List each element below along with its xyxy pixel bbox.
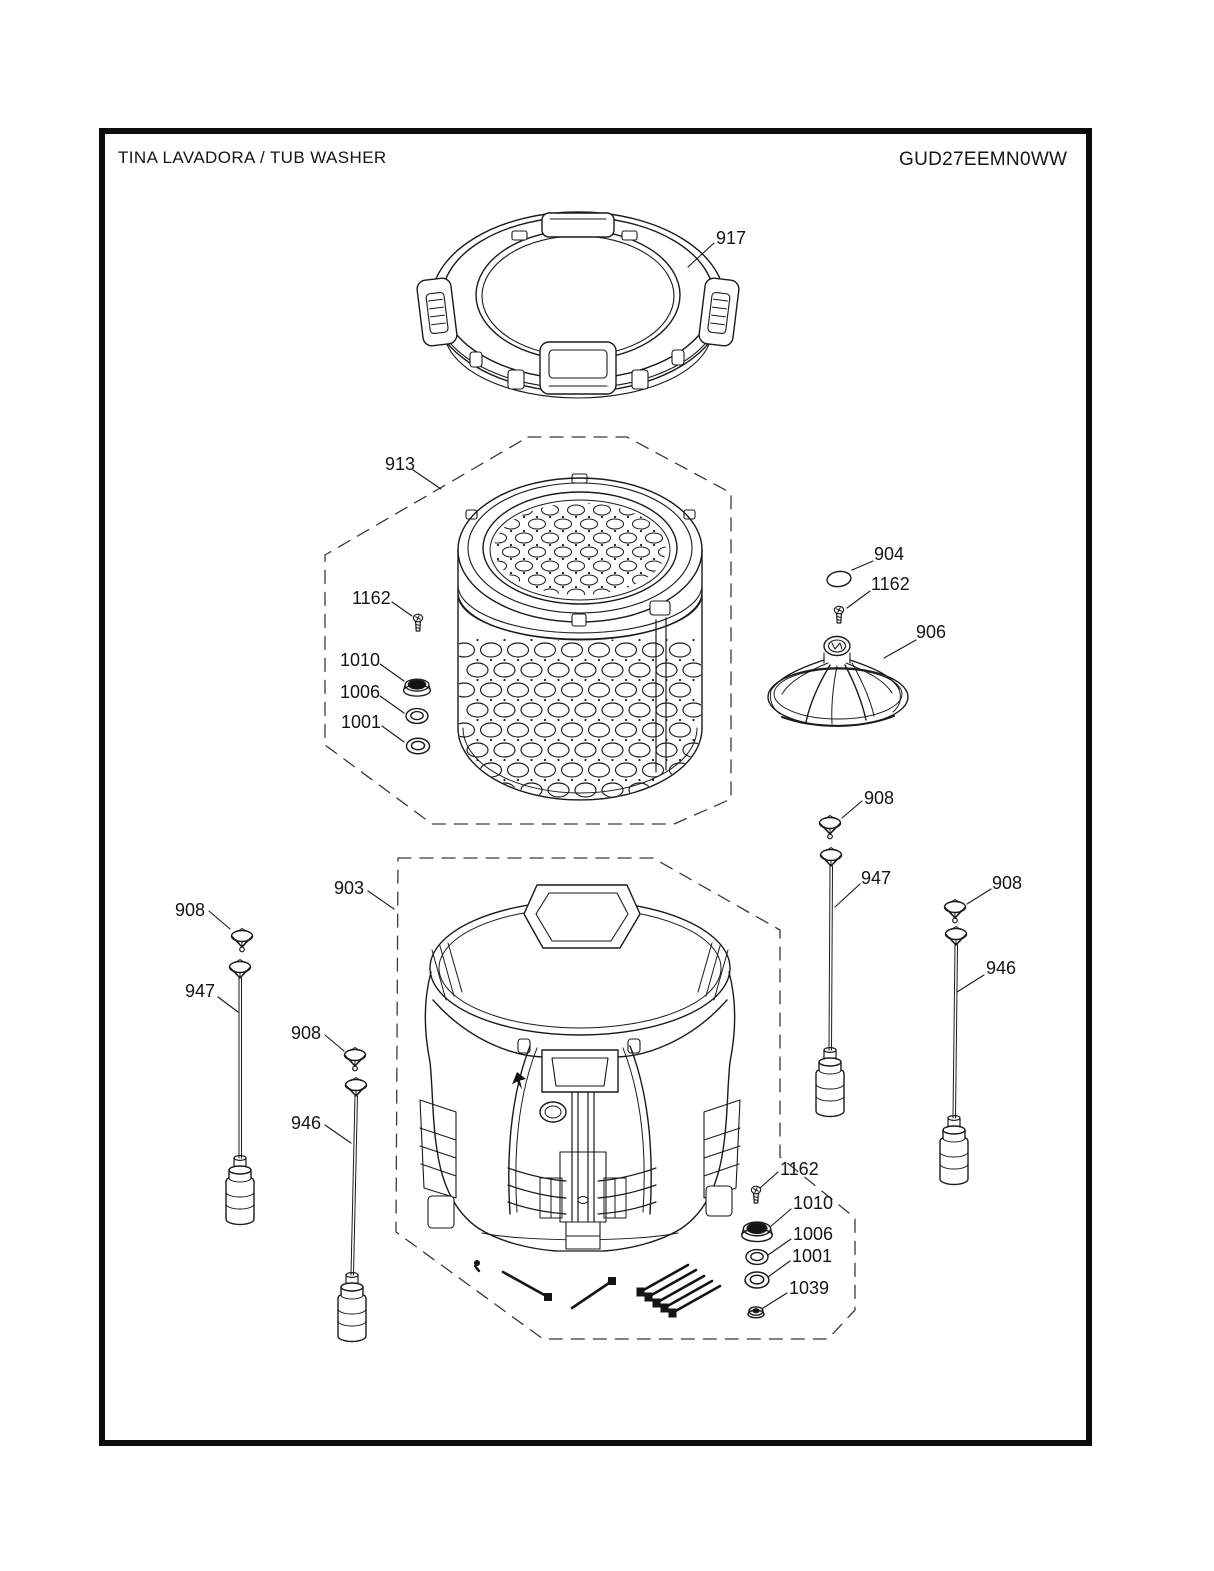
hardware-tub-drawing bbox=[741, 1185, 773, 1319]
spin-basket-913-drawing bbox=[457, 473, 703, 801]
callout-906: 906 bbox=[916, 622, 947, 642]
callout-1006-tub: 1006 bbox=[793, 1224, 834, 1244]
tub-cover-917-drawing bbox=[416, 211, 740, 399]
model-number: GUD27EEMN0WW bbox=[899, 149, 1068, 170]
callout-1001-tub: 1001 bbox=[792, 1246, 833, 1266]
callout-908-left-outer: 908 bbox=[175, 900, 206, 920]
callout-1010-basket: 1010 bbox=[340, 650, 381, 670]
callout-904: 904 bbox=[874, 544, 905, 564]
suspension-rod-left-947-drawing bbox=[225, 929, 255, 1226]
callout-908-right-inner: 908 bbox=[864, 788, 895, 808]
callout-917: 917 bbox=[716, 228, 747, 248]
callout-908-right-outer: 908 bbox=[992, 873, 1023, 893]
screw-1162-agitator-drawing bbox=[833, 605, 845, 624]
cable-ties-drawing bbox=[473, 1260, 722, 1319]
suspension-rod-right-946-drawing bbox=[939, 900, 969, 1186]
suspension-rod-right-947-drawing bbox=[815, 816, 845, 1118]
hardware-basket-drawing bbox=[403, 613, 431, 755]
callout-1010-tub: 1010 bbox=[793, 1193, 834, 1213]
callout-946-left: 946 bbox=[291, 1113, 322, 1133]
callout-1001-basket: 1001 bbox=[341, 712, 382, 732]
callout-1162-tub: 1162 bbox=[780, 1159, 819, 1179]
callout-1162-agitator: 1162 bbox=[871, 574, 910, 594]
callout-1039: 1039 bbox=[789, 1278, 830, 1298]
callout-903: 903 bbox=[334, 878, 365, 898]
callout-leader-lines bbox=[208, 242, 992, 1309]
outer-tub-903-drawing bbox=[419, 884, 741, 1252]
callout-1006-basket: 1006 bbox=[340, 682, 381, 702]
agitator-906-drawing bbox=[767, 635, 909, 727]
callout-913: 913 bbox=[385, 454, 416, 474]
callout-946-right: 946 bbox=[986, 958, 1017, 978]
dashed-group-913-outline bbox=[324, 436, 732, 825]
diagram-border bbox=[99, 128, 1092, 1446]
cap-904-drawing bbox=[826, 570, 852, 588]
callout-947-right: 947 bbox=[861, 868, 892, 888]
suspension-rod-left-946-drawing bbox=[337, 1048, 368, 1343]
page-title: TINA LAVADORA / TUB WASHER bbox=[118, 148, 387, 167]
callout-1162-basket: 1162 bbox=[352, 588, 391, 608]
callout-908-left-inner: 908 bbox=[291, 1023, 322, 1043]
dashed-group-903-outline bbox=[395, 857, 856, 1340]
callout-947-left: 947 bbox=[185, 981, 216, 1001]
